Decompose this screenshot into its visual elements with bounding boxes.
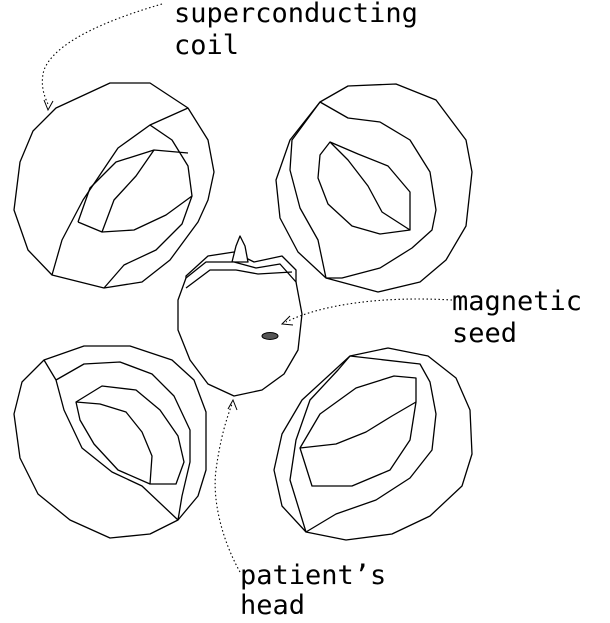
seed-leader-line xyxy=(285,298,453,323)
seed-leader-arrow xyxy=(280,315,294,326)
coil-leader-arrow xyxy=(43,99,54,112)
labels: superconducting coil magnetic seed patie… xyxy=(174,0,582,621)
patient-head xyxy=(177,235,303,397)
coil-top-right xyxy=(275,83,473,293)
coil-label-line1: superconducting xyxy=(174,0,418,29)
head-outline xyxy=(177,261,303,397)
magnetic-seed xyxy=(261,332,279,340)
head-label-line1: patient’s xyxy=(240,560,386,591)
leader-lines xyxy=(41,3,453,573)
coil-leader-line xyxy=(41,3,163,105)
head-label-line2: head xyxy=(240,590,305,621)
head-leader-line xyxy=(214,403,241,573)
coil-bottom-left xyxy=(13,345,207,539)
coil-top-left xyxy=(13,82,215,289)
head-leader-arrow xyxy=(227,398,238,411)
head-nose xyxy=(231,235,249,263)
coil-bottom-right xyxy=(273,347,473,541)
seed-label-line2: seed xyxy=(452,318,517,349)
head-inner-line xyxy=(185,269,293,289)
coil-label-line2: coil xyxy=(174,30,239,61)
seed-label-line1: magnetic xyxy=(452,286,582,317)
